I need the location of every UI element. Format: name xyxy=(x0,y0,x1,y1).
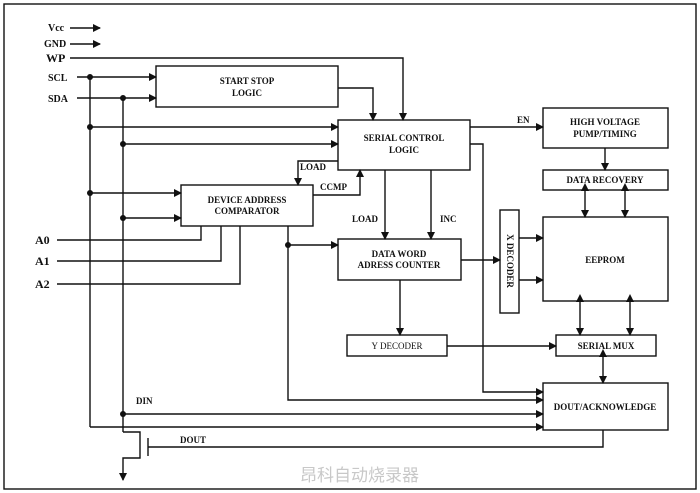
signal-inc: INC xyxy=(440,214,457,224)
x-decoder-label: X DECODER xyxy=(505,234,515,288)
pin-a1: A1 xyxy=(35,254,50,268)
device-address-comparator-block xyxy=(180,184,314,227)
serial-control-label-1: SERIAL CONTROL xyxy=(364,133,445,143)
signal-load: LOAD xyxy=(352,214,379,224)
eeprom-block xyxy=(542,216,669,302)
device-address-label-2: COMPARATOR xyxy=(215,206,280,216)
data-word-label-1: DATA WORD xyxy=(372,249,427,259)
start-stop-label-1: START STOP xyxy=(220,76,275,86)
signal-en: EN xyxy=(517,115,530,125)
data-word-label-2: ADRESS COUNTER xyxy=(358,260,441,270)
high-voltage-label-1: HIGH VOLTAGE xyxy=(570,117,640,127)
eeprom-label: EEPROM xyxy=(585,255,625,265)
y-decoder-label: Y DECODER xyxy=(372,341,423,351)
pin-wp: WP xyxy=(46,51,65,65)
pin-a0: A0 xyxy=(35,233,50,247)
junction-dots xyxy=(87,74,291,417)
device-address-label-1: DEVICE ADDRESS xyxy=(208,195,287,205)
outer-border xyxy=(3,3,697,490)
dout-ack-label: DOUT/ACKNOWLEDGE xyxy=(554,402,657,412)
pin-gnd: GND xyxy=(44,39,66,50)
high-voltage-pump-block xyxy=(542,107,669,149)
data-recovery-label: DATA RECOVERY xyxy=(566,175,644,185)
serial-mux-label: SERIAL MUX xyxy=(578,341,635,351)
pin-scl: SCL xyxy=(48,73,68,84)
signal-ccmp: CCMP xyxy=(320,182,347,192)
start-stop-logic-block xyxy=(155,65,339,108)
high-voltage-label-2: PUMP/TIMING xyxy=(573,129,637,139)
signal-load-top: LOAD xyxy=(300,162,327,172)
start-stop-label-2: LOGIC xyxy=(232,88,262,98)
signal-dout: DOUT xyxy=(180,435,206,445)
pin-sda: SDA xyxy=(48,94,69,105)
pin-vcc: Vcc xyxy=(48,23,65,34)
signal-din: DIN xyxy=(136,396,153,406)
wires xyxy=(57,24,634,481)
serial-control-label-2: LOGIC xyxy=(389,145,419,155)
watermark: 昂科自动烧录器 xyxy=(300,466,419,486)
pin-a2: A2 xyxy=(35,277,50,291)
